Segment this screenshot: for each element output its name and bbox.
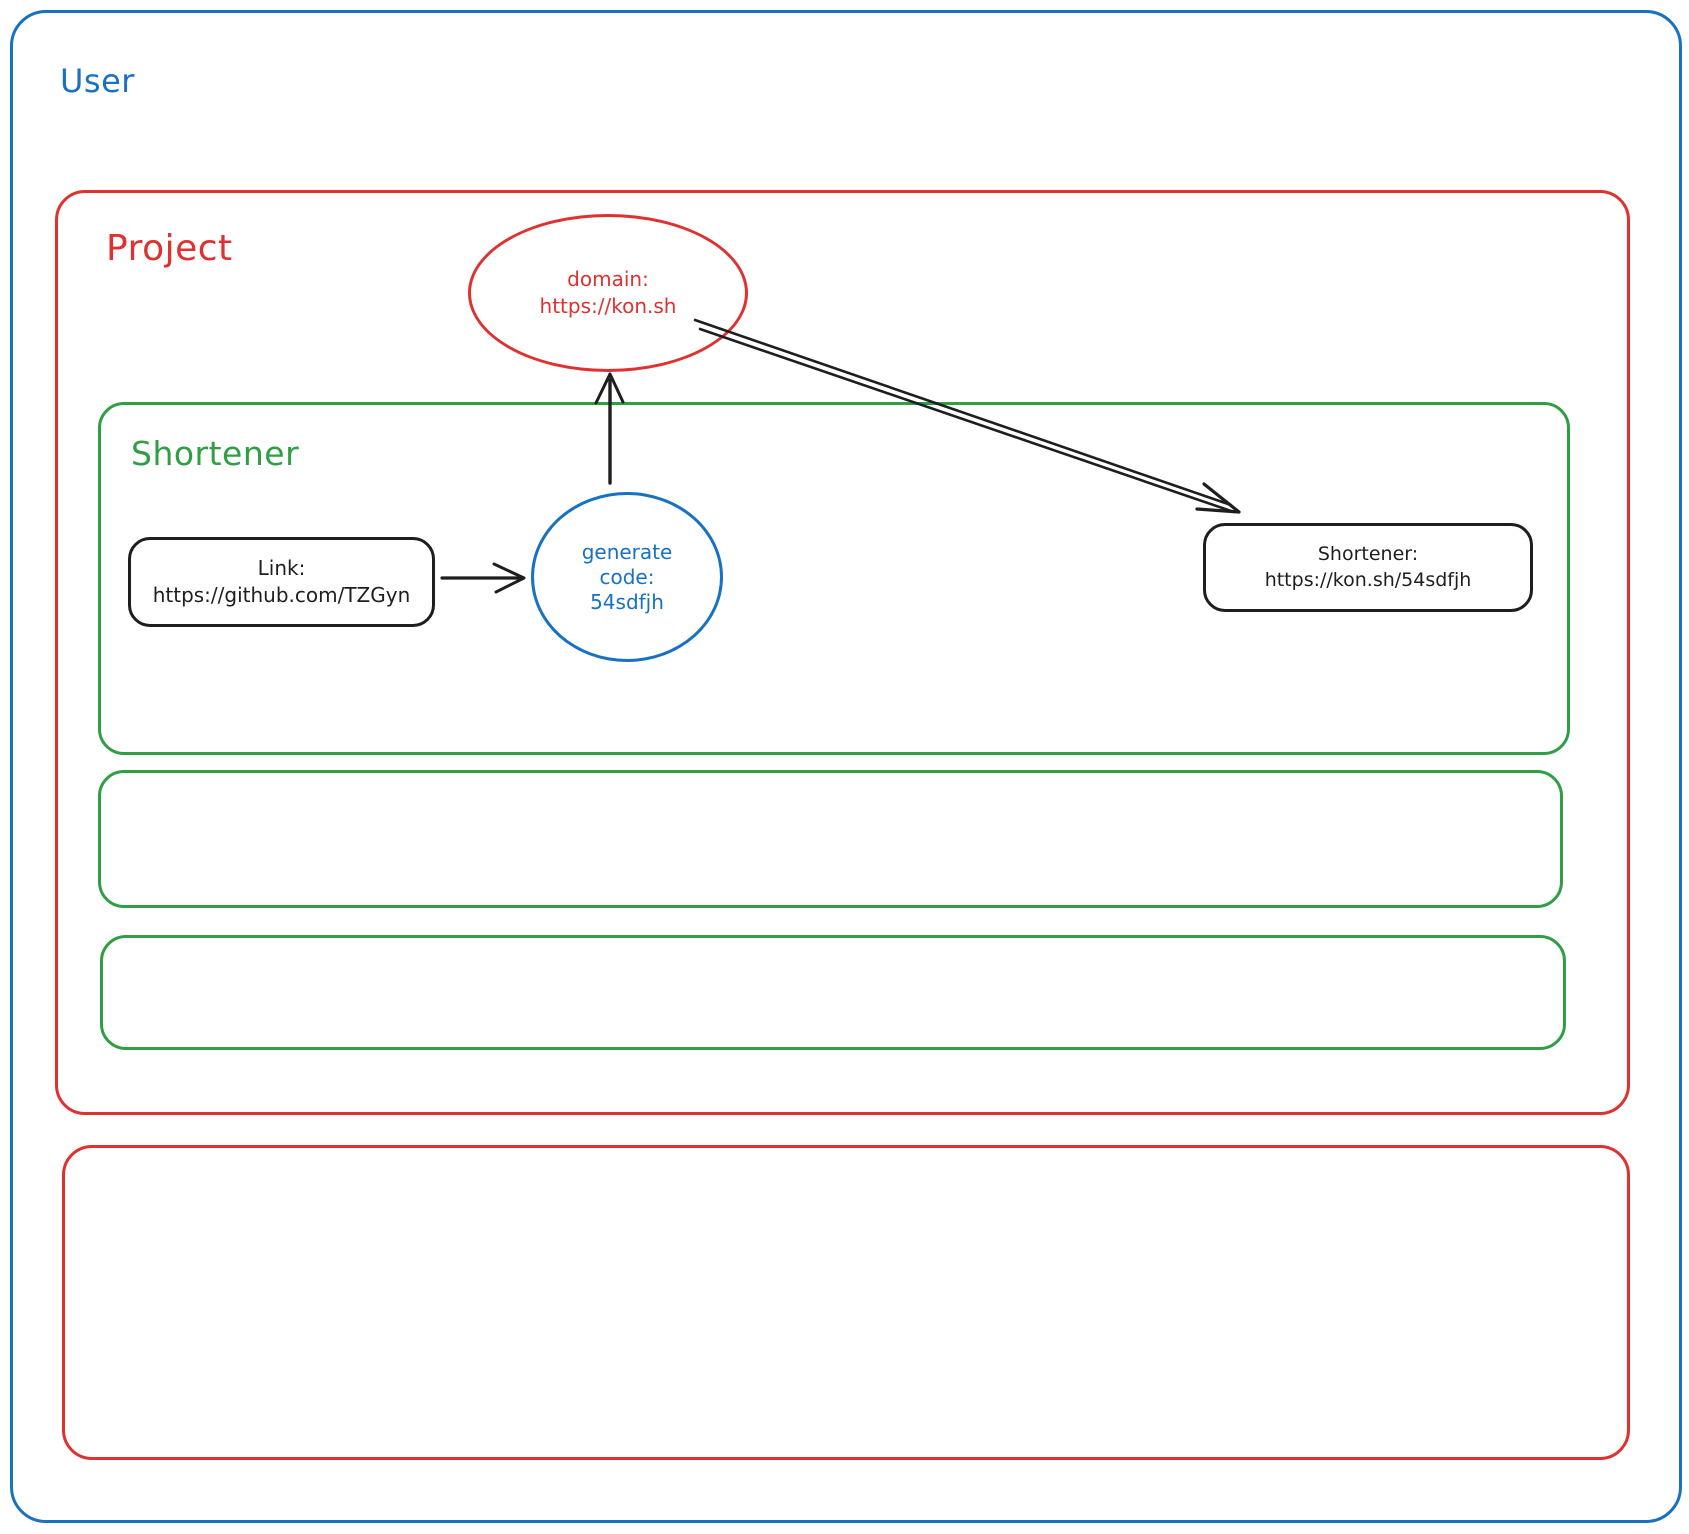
link-node bbox=[128, 537, 435, 627]
domain-node-text: domain: https://kon.sh bbox=[468, 214, 748, 372]
project-container bbox=[55, 190, 1630, 1115]
generate-line1: generate bbox=[581, 539, 673, 564]
result-title: Shortener: bbox=[1317, 542, 1419, 565]
generate-code-node bbox=[531, 492, 723, 662]
link-title: Link: bbox=[257, 556, 306, 580]
generate-code-text: generate code: 54sdfjh bbox=[531, 492, 723, 662]
empty-green-box-2 bbox=[100, 935, 1566, 1050]
result-node bbox=[1203, 523, 1533, 612]
result-node-text: Shortener: https://kon.sh/54sdfjh bbox=[1203, 523, 1533, 612]
shortener-label: Shortener bbox=[131, 434, 300, 473]
domain-url: https://kon.sh bbox=[539, 294, 677, 318]
domain-node bbox=[468, 214, 748, 372]
link-url: https://github.com/TZGyn bbox=[152, 583, 411, 607]
generate-line3: 54sdfjh bbox=[590, 589, 664, 614]
result-url: https://kon.sh/54sdfjh bbox=[1264, 568, 1472, 591]
empty-red-box bbox=[62, 1145, 1630, 1460]
generate-line2: code: bbox=[599, 564, 655, 589]
domain-title: domain: bbox=[567, 267, 649, 291]
user-container bbox=[10, 10, 1682, 1523]
link-node-text: Link: https://github.com/TZGyn bbox=[128, 537, 435, 627]
empty-green-box-1 bbox=[98, 770, 1563, 908]
user-label: User bbox=[60, 62, 135, 100]
project-label: Project bbox=[106, 228, 233, 269]
